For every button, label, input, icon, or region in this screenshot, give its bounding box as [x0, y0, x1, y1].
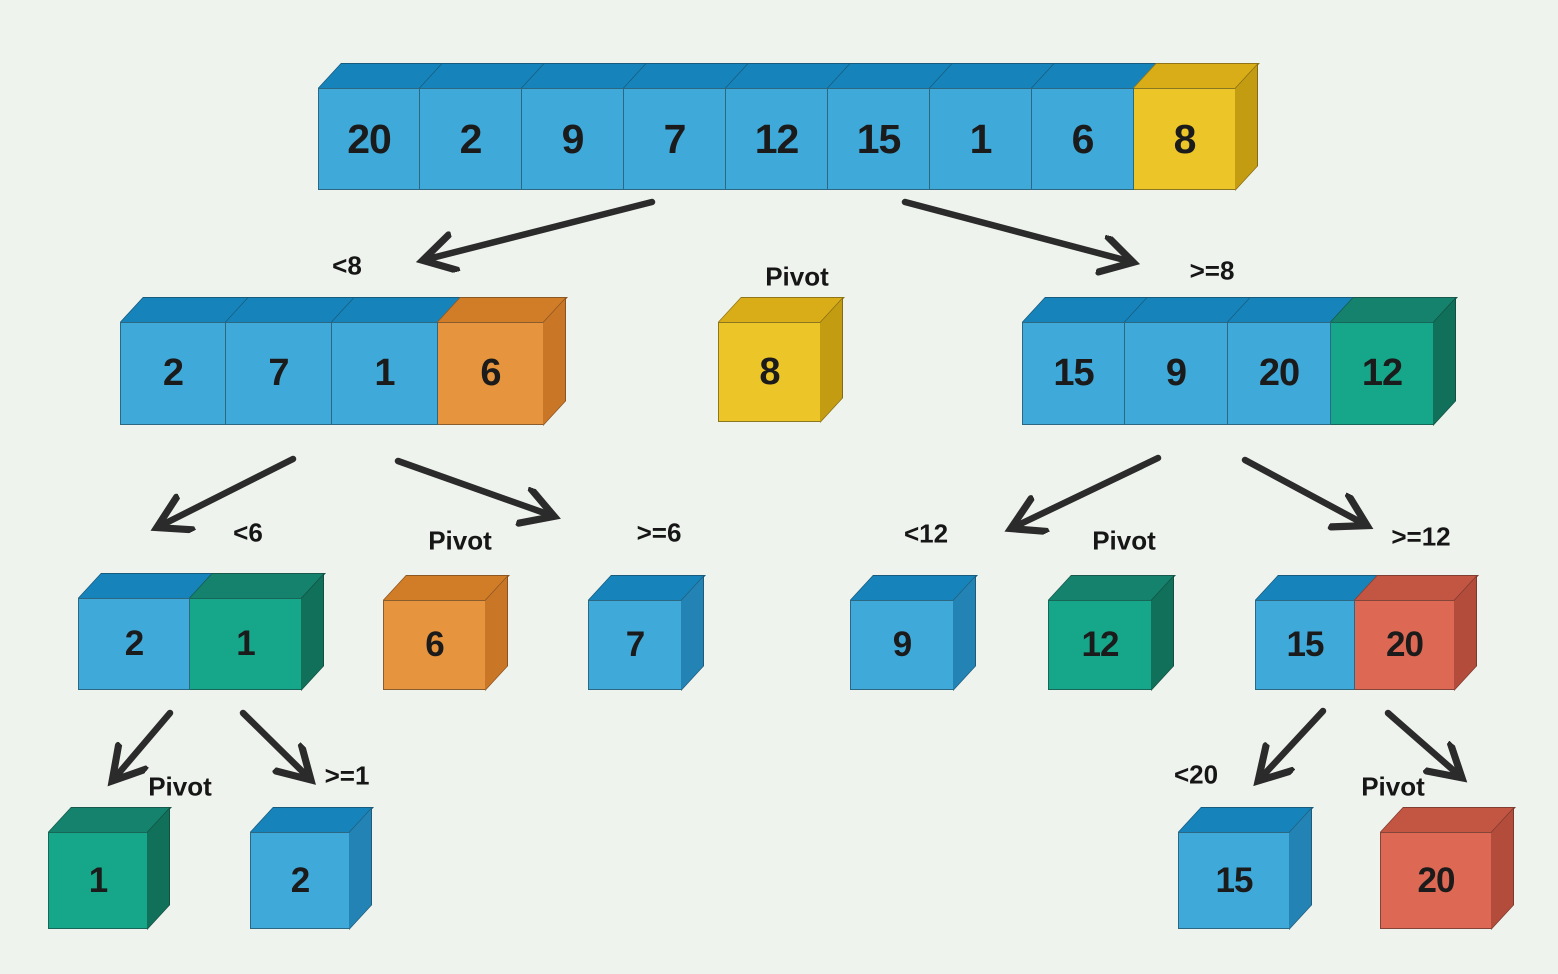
array-cell: 6 — [1032, 88, 1134, 190]
cell-value: 15 — [1053, 352, 1094, 394]
partition-label-ge12: >=12 — [1391, 521, 1451, 552]
array-lt6: 2 1 — [78, 598, 302, 690]
array-cell: 15 — [1022, 322, 1125, 425]
cell-value: 9 — [561, 115, 585, 162]
cell-value: 1 — [969, 115, 993, 162]
pivot-cube-20: 20 — [1380, 832, 1492, 929]
cell-value: 12 — [1361, 352, 1403, 394]
cell-value: 7 — [663, 115, 687, 162]
partition-label-lt20: <20 — [1173, 759, 1219, 790]
cell-value: 2 — [459, 115, 483, 162]
cell-value: 1 — [236, 624, 255, 663]
arrow-pair1520-to-pivot20-icon — [1384, 709, 1461, 777]
array-cell: 7 — [226, 322, 332, 425]
array-cell: 1 — [332, 322, 438, 425]
array-cell: 15 — [1178, 832, 1290, 929]
cell-value: 6 — [425, 625, 444, 664]
cell-value: 12 — [1081, 625, 1120, 664]
array-cell: 2 — [78, 598, 190, 690]
pivot-label-8: Pivot — [765, 261, 829, 292]
cube-2: 2 — [250, 832, 350, 929]
array-cell: 9 — [1125, 322, 1228, 425]
partition-label-lt12: <12 — [903, 518, 949, 549]
cell-value: 1 — [88, 860, 108, 900]
cell-value: 20 — [347, 115, 392, 162]
pivot-label-12: Pivot — [1092, 525, 1156, 556]
cell-value: 9 — [892, 625, 912, 664]
array-ge12: 15 20 — [1255, 600, 1455, 690]
cell-value: 2 — [124, 624, 144, 663]
arrow-pair1520-to-lt20-icon — [1259, 707, 1327, 780]
arrow-pair21-to-ge1-icon — [239, 709, 310, 779]
array-cell-pivot: 8 — [718, 322, 821, 422]
arrow-l1-to-left-icon — [424, 198, 656, 260]
partition-label-ge8: >=8 — [1189, 255, 1235, 286]
array-cell: 2 — [250, 832, 350, 929]
array-cell: 1 — [930, 88, 1032, 190]
cell-value: 12 — [754, 115, 800, 162]
array-cell: 20 — [1228, 322, 1331, 425]
arrow-pair21-to-pivot1-icon — [113, 709, 174, 780]
cube-9: 9 — [850, 600, 954, 690]
arrow-l2right-to-ge12-icon — [1241, 456, 1366, 525]
arrow-l2left-to-ge6-icon — [394, 457, 553, 516]
cell-value: 6 — [480, 352, 501, 394]
cell-value: 20 — [1417, 860, 1456, 900]
array-cell: 9 — [522, 88, 624, 190]
array-cell: 15 — [1255, 600, 1355, 690]
cube-15: 15 — [1178, 832, 1290, 929]
array-cell: 20 — [318, 88, 420, 190]
cell-value: 15 — [1215, 860, 1254, 900]
arrow-l2left-to-lt6-icon — [158, 455, 297, 527]
array-cell: 2 — [420, 88, 522, 190]
array-cell-pivot: 12 — [1331, 322, 1434, 425]
array-lt8: 2 7 1 6 — [120, 322, 544, 425]
array-cell-pivot: 6 — [383, 600, 486, 690]
pivot-cube-8: 8 — [718, 322, 821, 422]
cube-7: 7 — [588, 600, 682, 690]
cell-value: 15 — [1286, 625, 1325, 664]
pivot-cube-6: 6 — [383, 600, 486, 690]
array-level1: 20 2 9 7 12 15 1 6 8 — [318, 88, 1236, 190]
arrow-l2right-to-lt12-icon — [1012, 454, 1162, 528]
cell-value: 15 — [856, 115, 902, 162]
cell-value: 1 — [374, 352, 395, 394]
cell-value: 20 — [1258, 352, 1300, 394]
cell-value: 8 — [1173, 115, 1197, 162]
pivot-cube-12: 12 — [1048, 600, 1152, 690]
partition-label-lt8: <8 — [332, 250, 362, 281]
array-cell: 9 — [850, 600, 954, 690]
cell-value: 8 — [759, 350, 780, 393]
cell-value: 9 — [1165, 352, 1187, 394]
array-cell: 7 — [624, 88, 726, 190]
cell-value: 6 — [1071, 115, 1095, 162]
pivot-label-6: Pivot — [428, 525, 492, 556]
array-cell: 7 — [588, 600, 682, 690]
cell-value: 2 — [162, 352, 184, 394]
array-cell-pivot: 1 — [48, 832, 148, 929]
array-cell-pivot: 20 — [1355, 600, 1455, 690]
arrow-l1-to-right-icon — [901, 198, 1132, 262]
array-cell: 12 — [726, 88, 828, 190]
partition-label-ge1: >=1 — [324, 760, 370, 791]
pivot-label-20: Pivot — [1361, 771, 1425, 802]
partition-label-lt6: <6 — [233, 517, 263, 548]
partition-label-ge6: >=6 — [636, 517, 682, 548]
array-cell-pivot: 1 — [190, 598, 302, 690]
pivot-cube-1: 1 — [48, 832, 148, 929]
cell-value: 7 — [268, 352, 289, 394]
array-cell-pivot: 20 — [1380, 832, 1492, 929]
array-cell: 15 — [828, 88, 930, 190]
cell-value: 7 — [625, 625, 645, 664]
pivot-label-1: Pivot — [148, 771, 212, 802]
cell-value: 2 — [290, 860, 310, 900]
array-ge8: 15 9 20 12 — [1022, 322, 1434, 425]
array-cell: 2 — [120, 322, 226, 425]
array-cell-pivot: 6 — [438, 322, 544, 425]
cell-value: 20 — [1386, 625, 1424, 664]
array-cell-pivot: 12 — [1048, 600, 1152, 690]
array-cell-pivot: 8 — [1134, 88, 1236, 190]
